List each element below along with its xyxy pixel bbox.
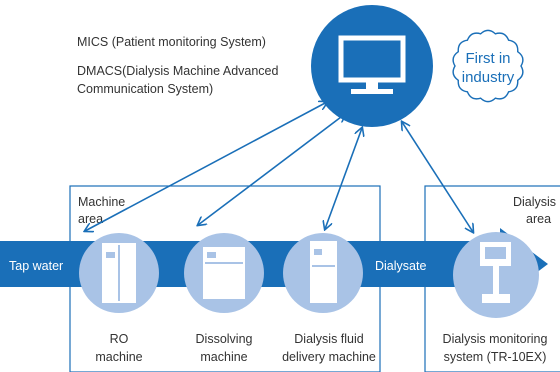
- badge-line1: First in: [466, 50, 511, 67]
- delivery-machine-label-line1: Dialysis fluid: [294, 332, 364, 346]
- badge-line2: industry: [462, 69, 515, 86]
- connector-delivery-arrow: [325, 128, 362, 229]
- connector-ro-arrow: [85, 102, 327, 231]
- tap-water-label: Tap water: [9, 259, 63, 273]
- ro-machine-icon: [79, 233, 159, 313]
- dissolving-machine-icon: [184, 233, 264, 313]
- connector-monitoring-arrow: [402, 122, 473, 232]
- dialysis-area-label-line1: Dialysis: [513, 195, 556, 209]
- ro-machine-label-line2: machine: [95, 350, 142, 364]
- delivery-machine-label-line2: delivery machine: [282, 350, 376, 364]
- first-in-industry-badge: First in industry: [452, 29, 524, 103]
- dmacs-label-line2: Communication System): [77, 82, 213, 96]
- monitoring-system-label-line2: system (TR-10EX): [444, 350, 547, 364]
- dialysis-area-label-line2: area: [526, 212, 551, 226]
- machine-area-label-line1: Machine: [78, 195, 125, 209]
- ro-machine-label-line1: RO: [110, 332, 129, 346]
- monitoring-system-icon: [453, 232, 539, 318]
- dissolving-machine-label-line2: machine: [200, 350, 247, 364]
- connector-dissolving-arrow: [198, 114, 345, 225]
- monitoring-system-label-line1: Dialysis monitoring: [443, 332, 548, 346]
- badge-scalloped-outline: [452, 29, 524, 103]
- dmacs-label-line1: DMACS(Dialysis Machine Advanced: [77, 64, 279, 78]
- mics-label: MICS (Patient monitoring System): [77, 35, 266, 49]
- dialysate-label: Dialysate: [375, 259, 426, 273]
- delivery-machine-icon: [283, 233, 363, 313]
- monitor-icon: [311, 5, 433, 127]
- dissolving-machine-label-line1: Dissolving: [196, 332, 253, 346]
